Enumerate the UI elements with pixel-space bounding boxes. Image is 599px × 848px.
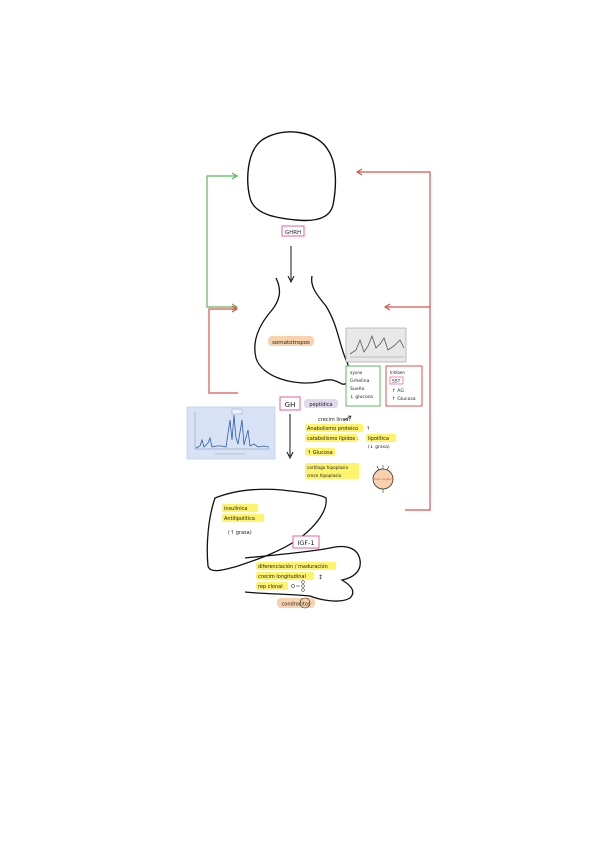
svg-text:Efecto negativo: Efecto negativo — [373, 477, 394, 481]
somatotropos-label: somatotropos — [272, 340, 310, 346]
sst-box — [389, 376, 404, 385]
bone-note-2-highlight — [256, 572, 314, 580]
gh-effect-2-arrow: ↑ — [366, 426, 370, 432]
gh-effect-3a: catabolismo lípidos : — [307, 435, 359, 442]
gh-label: GH — [285, 401, 296, 409]
clonal-cells-icon — [291, 580, 305, 592]
inhibit-line-1: SST — [392, 379, 401, 385]
bone-note-2-arrow: ↕ — [318, 574, 323, 581]
gh-effect-4: ↑ Glucosa — [307, 450, 333, 456]
red-arrowhead-left — [231, 305, 239, 313]
bone-note-1: diferenciación / maduración — [258, 563, 328, 570]
ghrh-label: GHRH — [285, 230, 301, 236]
gh-effect-5-highlight — [305, 463, 359, 479]
stimulus-line-1: ayuno — [350, 370, 363, 375]
gh-effect-3-highlight — [305, 434, 357, 442]
ghrh-arrowhead — [287, 275, 295, 284]
stimulus-line-2: Grhelina — [350, 378, 370, 384]
igf1-box — [292, 535, 320, 549]
gh-effect-3b-highlight — [366, 434, 396, 442]
gh-pulse-graph-left — [186, 406, 276, 460]
gh-effect-2: Anabolismo proteico — [307, 426, 358, 432]
peptidica-highlight — [304, 399, 338, 408]
inhibit-line-2: ↑ AG — [392, 388, 404, 394]
red-feedback-right — [357, 171, 431, 511]
gh-effect-1-arrow — [343, 415, 352, 421]
pituitary-outline — [254, 275, 351, 385]
inhibit-title: Inhiben — [390, 370, 405, 375]
condrocitos-label: condrocitos — [282, 602, 311, 608]
gh-effect-4-highlight — [305, 448, 335, 456]
liver-outline — [206, 488, 327, 572]
condrocitos-highlight — [277, 598, 315, 608]
stimulus-line-3: Sueño — [350, 386, 365, 392]
gh-pulse-graph-right — [345, 327, 407, 363]
red-arrowhead-top-right — [355, 168, 363, 176]
gh-effect-2-highlight — [305, 424, 363, 432]
gh-down-arrowhead — [286, 451, 294, 460]
stimulus-line-4: ↓ glucosa — [350, 394, 373, 400]
condrocitos-circle — [299, 597, 311, 609]
liver-note-2-highlight — [222, 514, 264, 522]
gh-effect-3b: lipolítica — [368, 435, 389, 442]
inhibit-line-3: ↑ Glucosa — [392, 396, 416, 402]
stimulus-box — [345, 365, 381, 407]
green-feedback-line — [206, 175, 236, 308]
ghrh-box — [281, 225, 305, 237]
gh-box — [279, 396, 301, 411]
bone-note-1-highlight — [256, 562, 336, 570]
red-feedback-left — [208, 308, 238, 394]
somatotropos-highlight — [268, 336, 314, 346]
red-arrowhead-middle-right — [383, 303, 391, 311]
negative-effect-cell: Efecto negativo — [372, 465, 394, 493]
green-arrowhead-top — [231, 172, 239, 180]
gh-effect-5a: cartílago hipoplasia — [307, 465, 348, 470]
bone-outline — [244, 545, 361, 602]
igf1-label: IGF-1 — [297, 539, 314, 547]
peptidica-label: peptídica — [309, 401, 332, 408]
gh-effect-3c: (↓ grasa) — [368, 444, 390, 450]
gh-effect-5b: crece hipoplasia — [307, 473, 341, 478]
bone-note-3-highlight — [256, 582, 288, 590]
gh-effect-1: crecim lineal — [318, 417, 350, 423]
bone-note-3: rep clonal — [258, 584, 283, 590]
liver-note-3: (↑ grasa) — [228, 530, 252, 536]
bone-note-2: crecim longitudinal — [258, 574, 306, 580]
liver-note-2: Antilipolítica — [224, 515, 255, 522]
liver-note-1: insulínica — [224, 505, 247, 512]
liver-note-1-highlight — [222, 504, 258, 512]
inhibit-box — [385, 365, 423, 407]
hypothalamus-outline — [247, 131, 337, 222]
